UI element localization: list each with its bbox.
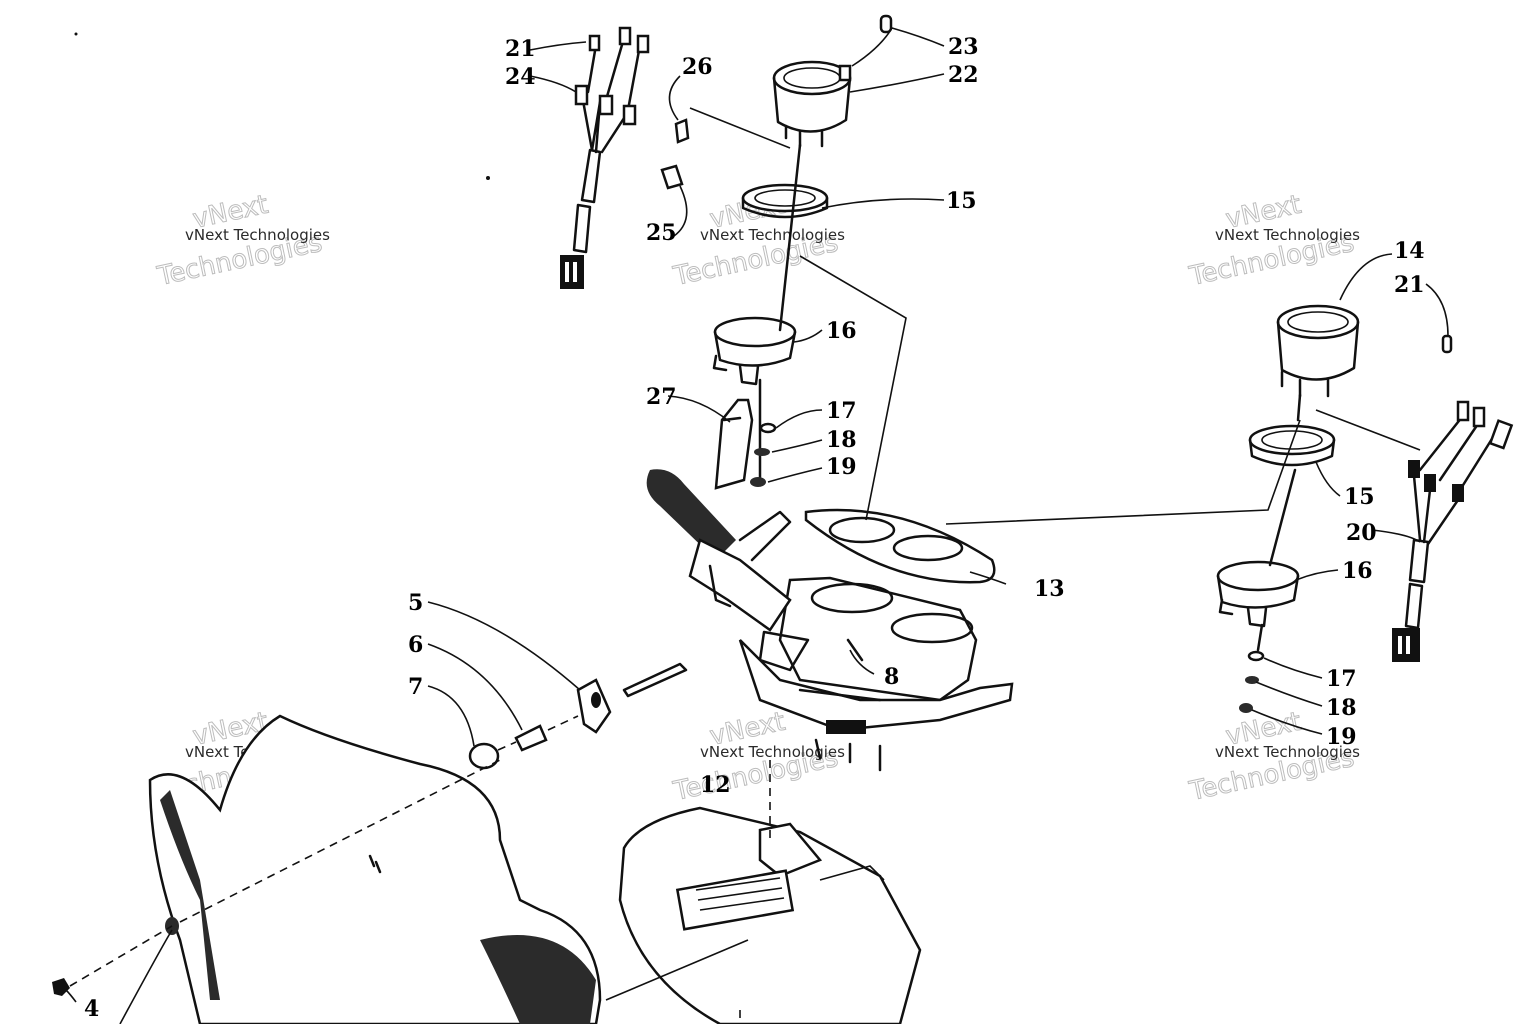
gasket-13: [804, 508, 996, 584]
washers-17-18-19-top: [750, 422, 777, 487]
callout-7: 7: [408, 674, 423, 700]
assembly-axis-right: [1268, 393, 1302, 567]
callout-21-right: 21: [1394, 272, 1425, 298]
wiring-harness-right: [1392, 400, 1514, 662]
callout-16-top: 16: [826, 318, 857, 344]
handlebar-grip: [646, 469, 792, 632]
callout-17-right: 17: [1326, 666, 1357, 692]
screw-8: [846, 638, 864, 662]
watermark-bottom-right: vNext Technologies vNext Technologies: [1186, 706, 1360, 807]
callout-14: 14: [1394, 238, 1425, 264]
bulb-socket-21: [588, 34, 601, 52]
bulb-23: [879, 14, 893, 34]
callout-4: 4: [84, 996, 99, 1022]
cowl-12: [618, 806, 922, 1024]
gauge-cup-16-top: [712, 316, 797, 386]
small-parts-25-26: [660, 118, 690, 190]
wiring-harness-left: [560, 26, 650, 289]
callout-8: 8: [884, 664, 899, 690]
instrument-housing: [738, 576, 1014, 772]
callout-16-right: 16: [1342, 558, 1373, 584]
windshield: [148, 714, 602, 1024]
callout-22: 22: [948, 62, 979, 88]
watermark-top-left: vNext Technologies vNext Technologies: [154, 189, 330, 292]
callout-18-top: 18: [826, 427, 857, 453]
gauge-cup-16-right: [1216, 560, 1300, 628]
watermark-small: vNext Technologies: [185, 226, 330, 244]
callout-25: 25: [646, 220, 677, 246]
gauge-tachometer: [772, 14, 893, 148]
assembly-axis-top: [778, 143, 802, 332]
callout-15-right: 15: [1344, 484, 1375, 510]
throttle-parts-5-6-7: [468, 662, 688, 770]
watermark-small: vNext Technologies: [700, 226, 845, 244]
callout-23: 23: [948, 34, 979, 60]
callout-12: 12: [700, 772, 731, 798]
connector-plug: [560, 255, 584, 289]
watermark-small: vNext Technologies: [1215, 226, 1360, 244]
gauge-ring-15-top: [741, 183, 829, 219]
callout-5: 5: [408, 590, 423, 616]
callout-24: 24: [505, 64, 536, 90]
gauge-speedometer: [1276, 304, 1360, 398]
callout-26: 26: [682, 54, 713, 80]
callout-13: 13: [1034, 576, 1065, 602]
socket-27: [714, 398, 754, 490]
watermark-small: vNext Technologies: [700, 743, 845, 761]
bulb-21-right: [1441, 334, 1453, 354]
decal-plate: [675, 869, 795, 931]
callout-20: 20: [1346, 520, 1377, 546]
gauge-ring-15-right: [1248, 424, 1336, 467]
callout-labels: 21 24 26 25 23 22 15 16 27 17 18 19 14 2…: [84, 34, 1425, 1022]
washers-17-18-19-right: [1239, 650, 1265, 713]
leader-lines: [65, 27, 1449, 1024]
callout-17-top: 17: [826, 398, 857, 424]
callout-27: 27: [646, 384, 677, 410]
watermark-top-right: vNext Technologies vNext Technologies: [1186, 189, 1360, 292]
watermark-small: vNext Technologies: [1215, 743, 1360, 761]
callout-19-right: 19: [1326, 724, 1357, 750]
screw-4: [52, 759, 501, 996]
callout-18-right: 18: [1326, 695, 1357, 721]
callout-15-top: 15: [946, 188, 977, 214]
callout-19-top: 19: [826, 454, 857, 480]
callout-21-top-left: 21: [505, 36, 536, 62]
callout-6: 6: [408, 632, 423, 658]
